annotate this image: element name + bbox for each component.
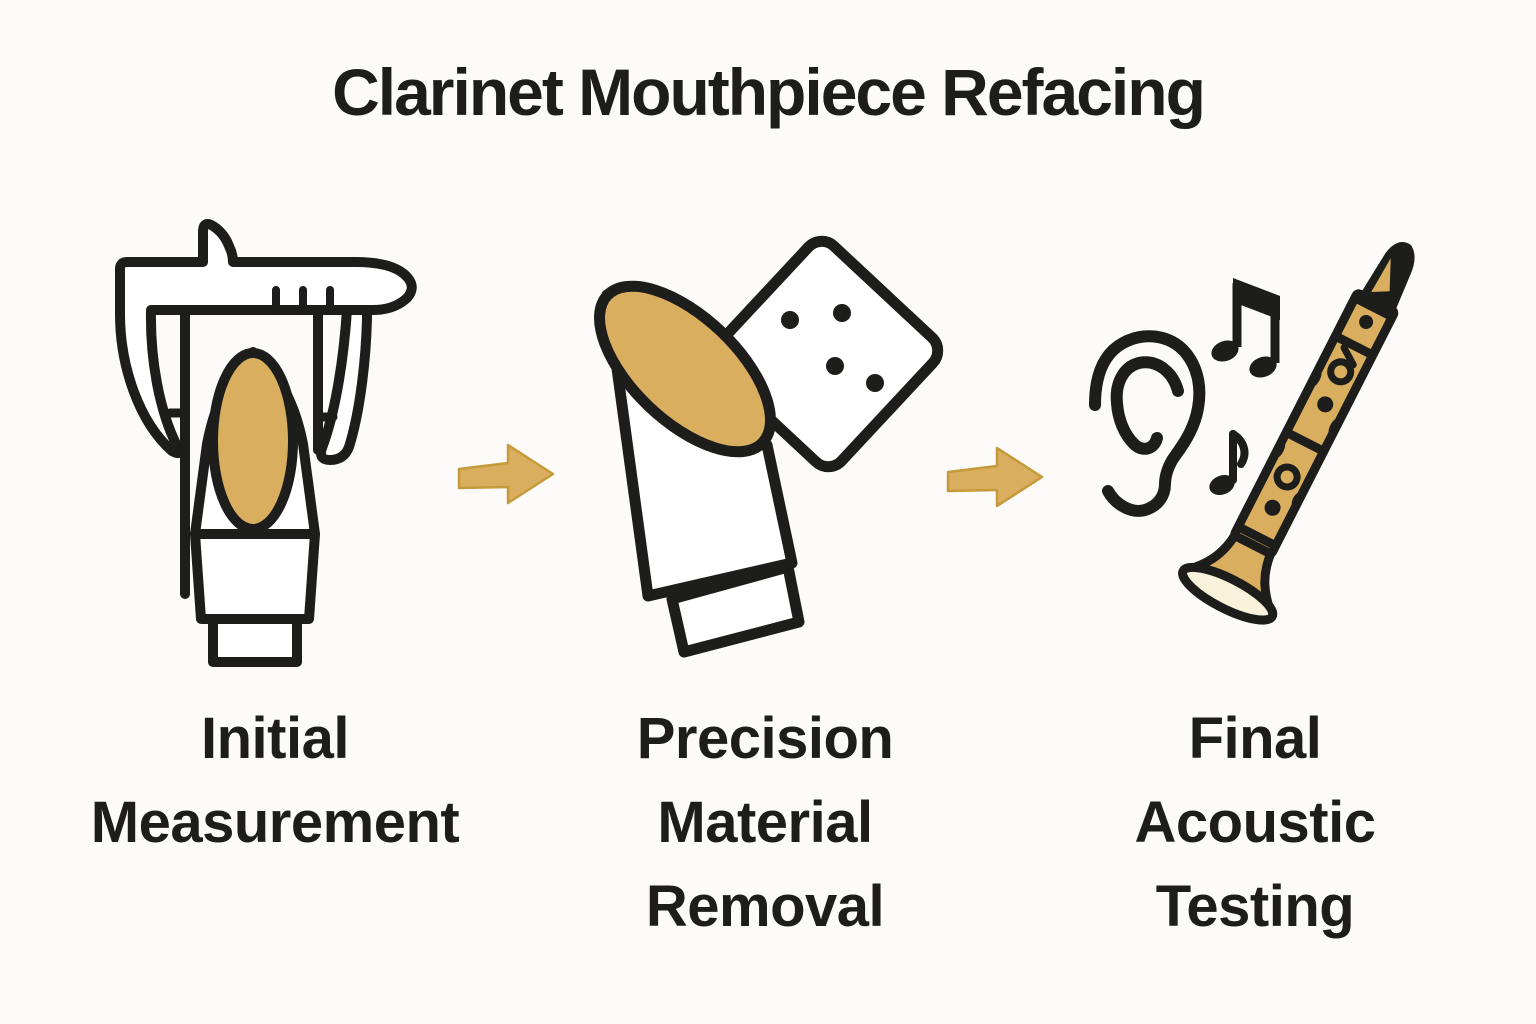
mouthpiece-facing-window [594, 280, 776, 457]
step-final-acoustic-testing: Final Acoustic Testing [1040, 210, 1470, 949]
music-notes [1209, 277, 1280, 495]
step-label: Final Acoustic Testing [1134, 706, 1376, 940]
ear-notes-clarinet-icon [1089, 241, 1415, 625]
ear-outer-contour [1089, 329, 1206, 517]
step-label: Precision Material Removal [636, 706, 894, 940]
clarinet-joint-bands [1234, 288, 1398, 551]
ear-inner-curl [1110, 355, 1184, 455]
caliper-scale-ticks [271, 286, 334, 313]
caliper [114, 219, 417, 599]
mouthpiece [189, 347, 320, 667]
caliper-mouthpiece-icon [114, 219, 417, 667]
step-1-icon-area [103, 210, 448, 675]
caliper-right-jaw [315, 305, 372, 465]
ear-icon [1089, 329, 1206, 517]
caliper-body [114, 219, 417, 459]
step-3-icon-area [1065, 210, 1445, 675]
step-label: Initial Measurement [90, 706, 460, 856]
mouthpiece-tenon [207, 614, 302, 667]
right-arrow-icon [946, 446, 1044, 508]
right-arrow-icon [457, 443, 555, 505]
mouthpiece-sandpaper-icon [594, 235, 944, 657]
beamed-eighth-notes [1211, 277, 1280, 378]
page-title: Clarinet Mouthpiece Refacing [332, 55, 1206, 129]
mouthpiece-ligature-band [189, 529, 320, 624]
step-2-icon-area [575, 210, 955, 675]
sandpaper-grit-dots [781, 303, 884, 392]
step-initial-measurement: Initial Measurement [60, 210, 490, 865]
clarinet-keys [1264, 314, 1374, 516]
clarinet-body [1230, 288, 1399, 558]
clarinet [1178, 241, 1415, 625]
clarinet-bell-mouth [1178, 562, 1278, 625]
tilted-mouthpiece [594, 280, 805, 657]
caliper-frame-stubs [165, 408, 337, 422]
mouthpiece-facing-window [207, 348, 298, 534]
connector-arrow-2 [945, 441, 1045, 513]
step-precision-material-removal: Precision Material Removal [580, 210, 950, 949]
caliper-frame-lines [179, 305, 323, 599]
connector-arrow-1 [456, 438, 556, 510]
single-eighth-note [1209, 429, 1249, 495]
